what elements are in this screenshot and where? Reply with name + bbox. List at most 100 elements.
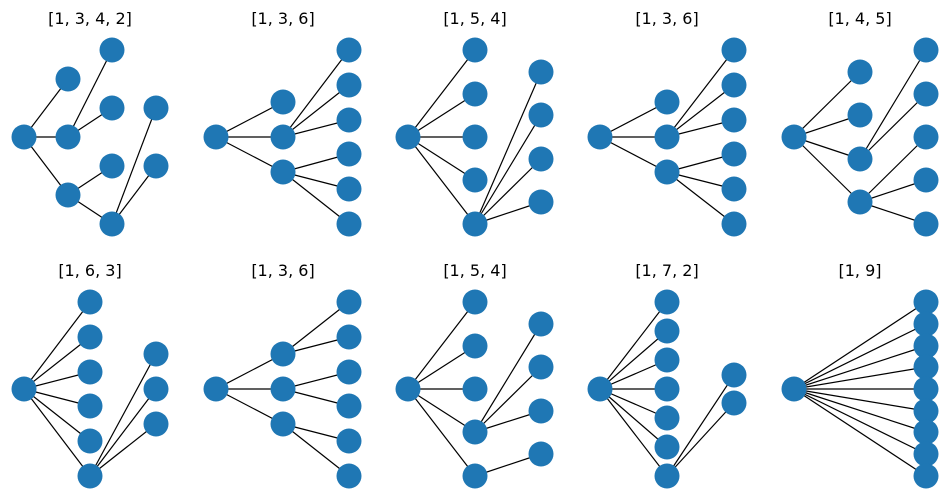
tree-edge: [67, 49, 113, 138]
root-node: [11, 124, 37, 150]
tree-node: [847, 189, 873, 215]
tree-edge: [282, 423, 350, 477]
root-node: [203, 124, 229, 150]
tree-node: [55, 124, 81, 150]
tree-panel-5: [1, 4, 5]: [781, 9, 939, 237]
tree-node: [143, 153, 169, 179]
tree-edge: [407, 136, 476, 225]
tree-node: [913, 289, 939, 315]
tree-edge: [474, 71, 542, 225]
tree-node: [336, 37, 362, 63]
tree-node: [270, 341, 296, 367]
tree-node: [654, 318, 680, 344]
tree-edge: [407, 301, 476, 390]
tree-node: [77, 463, 103, 489]
tree-node: [462, 463, 488, 489]
tree-node: [270, 159, 296, 185]
tree-node: [270, 124, 296, 150]
tree-node: [913, 463, 939, 489]
tree-node: [55, 66, 81, 92]
tree-node: [913, 398, 939, 424]
tree-node: [77, 428, 103, 454]
tree-node: [654, 89, 680, 115]
tree-panel-8: [1, 5, 4]: [395, 261, 554, 489]
tree-node: [721, 390, 747, 416]
tree-node: [336, 141, 362, 167]
tree-edge: [407, 388, 476, 477]
tree-edge: [407, 388, 476, 433]
tree-panel-3: [1, 5, 4]: [395, 9, 554, 237]
tree-node: [913, 37, 939, 63]
tree-node: [99, 153, 125, 179]
tree-edge: [474, 366, 542, 433]
tree-node: [721, 72, 747, 98]
tree-edge: [666, 374, 735, 477]
tree-node: [55, 182, 81, 208]
tree-edge: [89, 353, 157, 477]
tree-node: [913, 167, 939, 193]
tree-node: [462, 167, 488, 193]
tree-node: [913, 376, 939, 402]
tree-edge: [474, 323, 542, 433]
tree-edge: [666, 84, 735, 138]
tree-edge: [793, 71, 861, 138]
root-node: [781, 124, 807, 150]
tree-edge: [215, 388, 284, 425]
tree-node: [528, 102, 554, 128]
panel-title: [1, 3, 6]: [251, 9, 314, 28]
tree-edge: [793, 388, 927, 477]
tree-node: [270, 376, 296, 402]
tree-edge: [599, 101, 668, 138]
tree-edge: [793, 388, 927, 412]
tree-node: [654, 376, 680, 402]
tree-panel-4: [1, 3, 6]: [587, 9, 747, 237]
tree-edge: [215, 136, 284, 173]
tree-panel-6: [1, 6, 3]: [11, 261, 169, 489]
tree-node: [336, 324, 362, 350]
tree-node: [654, 124, 680, 150]
panel-title: [1, 5, 4]: [443, 9, 506, 28]
tree-node: [654, 434, 680, 460]
tree-node: [462, 289, 488, 315]
tree-node: [462, 124, 488, 150]
tree-edge: [215, 101, 284, 138]
tree-node: [462, 211, 488, 237]
tree-node: [528, 311, 554, 337]
tree-node: [99, 211, 125, 237]
tree-node: [847, 146, 873, 172]
tree-edge: [793, 345, 927, 390]
tree-node: [913, 333, 939, 359]
tree-node: [913, 81, 939, 107]
tree-node: [462, 419, 488, 445]
tree-node: [528, 59, 554, 85]
tree-edge: [599, 330, 668, 390]
tree-node: [528, 354, 554, 380]
tree-node: [913, 211, 939, 237]
tree-node: [847, 102, 873, 128]
tree-edge: [599, 388, 668, 477]
tree-edge: [23, 301, 91, 390]
tree-edge: [215, 353, 284, 390]
panel-title: [1, 9]: [838, 261, 881, 280]
tree-node: [528, 146, 554, 172]
tree-panel-10: [1, 9]: [781, 261, 939, 489]
tree-node: [654, 289, 680, 315]
tree-node: [270, 411, 296, 437]
tree-edge: [859, 136, 927, 203]
tree-node: [99, 37, 125, 63]
tree-node: [721, 107, 747, 133]
tree-node: [721, 141, 747, 167]
tree-edge: [282, 301, 350, 355]
tree-edge: [111, 107, 157, 225]
tree-edge: [474, 158, 542, 225]
tree-edge: [89, 423, 157, 477]
tree-edge: [599, 388, 668, 448]
root-node: [781, 376, 807, 402]
tree-node: [99, 95, 125, 121]
tree-edge: [793, 301, 927, 390]
tree-node: [654, 405, 680, 431]
tree-node: [721, 37, 747, 63]
tree-edge: [407, 345, 476, 390]
tree-node: [336, 176, 362, 202]
